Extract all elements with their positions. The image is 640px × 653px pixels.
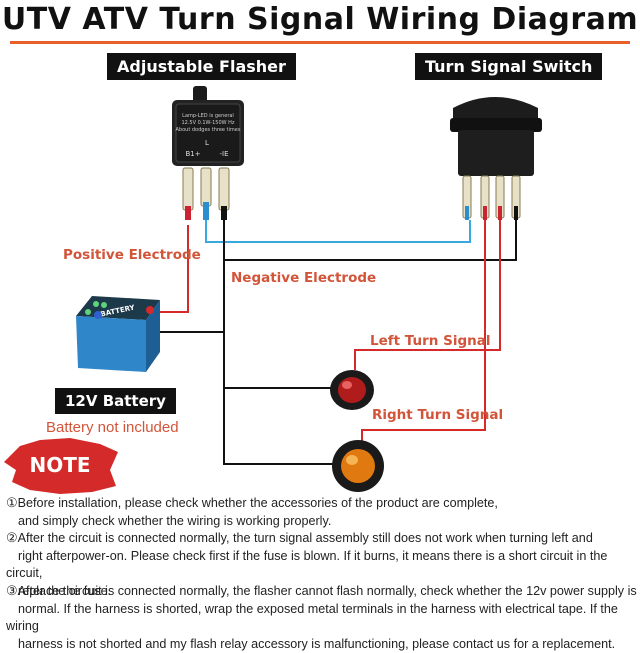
note-3: ③After the circuit is connected normally… bbox=[6, 582, 640, 653]
flasher-relay: Lamp-LED is general 12.5V 0.1W-150W Hz A… bbox=[172, 86, 244, 220]
note-3-line-2: normal. If the harness is shorted, wrap … bbox=[6, 601, 618, 634]
turn-signal-switch bbox=[450, 97, 542, 220]
flasher-pin-l: L bbox=[205, 139, 209, 147]
note-1-number: ① bbox=[6, 495, 18, 510]
switch-tag: Turn Signal Switch bbox=[415, 53, 603, 80]
diagram-title: UTV ATV Turn Signal Wiring Diagram bbox=[1, 2, 639, 37]
left-turn-signal-label: Left Turn Signal bbox=[370, 333, 491, 349]
note-badge: NOTE bbox=[4, 438, 118, 494]
right-signal-wire bbox=[361, 220, 486, 445]
left-turn-signal-light bbox=[330, 370, 374, 410]
flasher-face-line2: 12.5V 0.1W-150W Hz bbox=[181, 120, 234, 126]
flasher-face-line3: About dodges three times bbox=[176, 127, 241, 133]
note-2-line-2: right afterpower-on. Please check first … bbox=[6, 548, 608, 581]
note-3-line-3: harness is not shorted and my flash rela… bbox=[18, 636, 616, 651]
note-1-line-1: Before installation, please check whethe… bbox=[17, 496, 498, 510]
flasher-pin-e: -IE bbox=[219, 150, 228, 158]
wiring-diagram: Lamp-LED is general 12.5V 0.1W-150W Hz A… bbox=[4, 86, 542, 494]
right-turn-signal-label: Right Turn Signal bbox=[372, 407, 504, 423]
left-signal-wire bbox=[354, 220, 501, 370]
blue-wire bbox=[205, 220, 471, 243]
negative-wire bbox=[223, 220, 345, 465]
note-3-number: ③ bbox=[6, 583, 18, 598]
positive-wire bbox=[150, 225, 189, 313]
battery-tag: 12V Battery bbox=[55, 388, 176, 414]
note-2: ②After the circuit is connected normally… bbox=[6, 529, 640, 600]
battery: BATTERY bbox=[76, 296, 160, 372]
note-2-line-1: After the circuit is connected normally,… bbox=[17, 531, 593, 545]
title-divider bbox=[10, 41, 630, 44]
note-2-number: ② bbox=[6, 530, 18, 545]
flasher-pin-b: B1+ bbox=[185, 150, 200, 158]
negative-electrode-label: Negative Electrode bbox=[231, 270, 377, 286]
battery-note: Battery not included bbox=[46, 419, 179, 436]
switch-ground-wire bbox=[224, 220, 517, 261]
right-turn-signal-light bbox=[332, 440, 384, 492]
note-2-line-3: replace the fuse. bbox=[18, 583, 112, 598]
flasher-tag: Adjustable Flasher bbox=[107, 53, 296, 80]
note-1-line-2: and simply check whether the wiring is w… bbox=[18, 513, 332, 528]
note-badge-label: NOTE bbox=[29, 453, 90, 477]
note-1: ①Before installation, please check wheth… bbox=[6, 494, 498, 530]
flasher-face-line1: Lamp-LED is general bbox=[182, 113, 234, 119]
positive-electrode-label: Positive Electrode bbox=[63, 247, 201, 263]
note-3-line-1: After the circuit is connected normally,… bbox=[17, 584, 637, 598]
